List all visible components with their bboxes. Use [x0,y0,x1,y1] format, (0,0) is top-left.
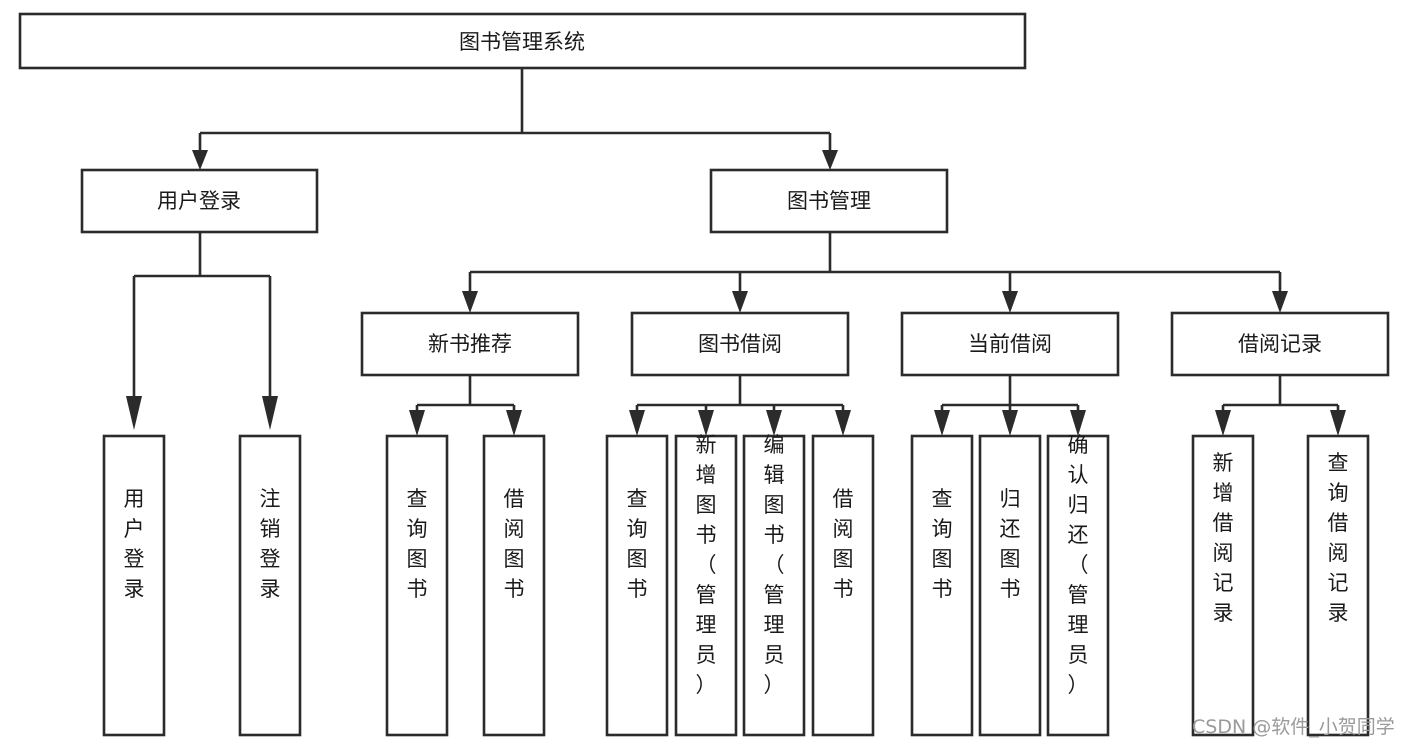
leaf-current-return-book[interactable]: 归还图书 [978,434,1042,737]
connector-bookmgmt-to-level3 [468,232,1282,293]
leaf-borrow-edit-book-label: 编辑图书（管理员） [764,433,785,697]
leaf-current-query-book-box[interactable] [910,434,974,737]
leaf-recommend-borrow-book-box[interactable] [482,434,546,737]
connector-record-to-leaves [1221,375,1340,412]
leaf-borrow-borrow-book-label: 借阅图书 [833,487,854,601]
node-current-borrow-label: 当前借阅 [968,332,1052,356]
arrow-head-icon [732,291,748,313]
arrow-head-icon [766,410,782,436]
leaf-user-login-label: 用户登录 [124,487,145,601]
node-book-borrow[interactable]: 图书借阅 [630,311,850,377]
arrow-head-icon [1002,291,1018,313]
arrow-head-icon [126,396,142,430]
leaf-recommend-query-book-label: 查询图书 [407,487,428,601]
leaf-borrow-query-book[interactable]: 查询图书 [605,434,669,737]
node-book-management[interactable]: 图书管理 [709,168,949,234]
leaf-current-confirm-return-box[interactable] [1046,434,1110,737]
leaf-borrow-borrow-book-box[interactable] [811,434,875,737]
leaf-user-login[interactable]: 用户登录 [102,434,166,737]
leaf-borrow-add-book-label: 新增图书（管理员） [696,433,717,697]
leaf-borrow-add-book[interactable]: 新增图书（管理员） [674,433,738,737]
node-borrow-record[interactable]: 借阅记录 [1170,311,1390,377]
node-user-login[interactable]: 用户登录 [80,168,319,234]
leaf-record-query-record[interactable]: 查询借阅记录 [1306,434,1370,737]
node-new-book-recommend[interactable]: 新书推荐 [360,311,580,377]
node-user-login-label: 用户登录 [157,189,241,213]
node-book-management-box[interactable] [709,168,949,234]
arrow-head-icon [462,291,478,313]
connector-userlogin-to-leaves [132,232,272,398]
leaf-record-query-record-label: 查询借阅记录 [1328,451,1349,625]
leaf-borrow-query-book-label: 查询图书 [627,487,648,601]
node-user-login-box[interactable] [80,168,319,234]
leaf-user-logout-box[interactable] [238,434,302,737]
node-book-borrow-label: 图书借阅 [698,332,782,356]
leaf-user-logout-label: 注销登录 [260,487,281,601]
leaf-user-login-box[interactable] [102,434,166,737]
leaf-borrow-query-book-box[interactable] [605,434,669,737]
leaf-borrow-add-book-box[interactable] [674,434,738,737]
node-borrow-record-label: 借阅记录 [1238,332,1322,356]
arrow-head-icon [1330,410,1346,436]
connector-current-to-leaves [940,375,1080,412]
leaf-recommend-query-book[interactable]: 查询图书 [385,434,449,737]
leaf-borrow-edit-book-box[interactable] [742,434,806,737]
node-book-management-label: 图书管理 [787,189,871,213]
connector-root-to-level2 [198,68,832,152]
connector-layer [126,68,1346,436]
node-book-borrow-box[interactable] [630,311,850,377]
arrow-head-icon [835,410,851,436]
leaf-current-confirm-return-label: 确认归还（管理员） [1068,433,1089,697]
arrow-head-icon [1272,291,1288,313]
leaf-borrow-edit-book[interactable]: 编辑图书（管理员） [742,433,806,737]
leaf-recommend-borrow-book-label: 借阅图书 [504,487,525,601]
leaf-recommend-query-book-box[interactable] [385,434,449,737]
node-new-book-recommend-label: 新书推荐 [428,332,512,356]
arrow-head-icon [1002,410,1018,436]
leaf-recommend-borrow-book[interactable]: 借阅图书 [482,434,546,737]
leaf-current-query-book[interactable]: 查询图书 [910,434,974,737]
leaf-borrow-borrow-book[interactable]: 借阅图书 [811,434,875,737]
arrow-head-icon [192,150,208,170]
arrow-head-icon [822,150,838,170]
arrow-head-icon [934,410,950,436]
node-root-label: 图书管理系统 [459,30,585,54]
leaf-current-return-book-label: 归还图书 [1000,487,1021,601]
node-current-borrow-box[interactable] [900,311,1120,377]
leaf-current-query-book-label: 查询图书 [932,487,953,601]
node-new-book-recommend-box[interactable] [360,311,580,377]
arrow-head-icon [698,410,714,436]
arrow-head-icon [1070,410,1086,436]
connector-recommend-to-leaves [415,375,516,412]
leaf-current-confirm-return[interactable]: 确认归还（管理员） [1046,433,1110,737]
connector-borrow-to-leaves [635,375,845,412]
leaf-record-add-record[interactable]: 新增借阅记录 [1191,434,1255,737]
node-root-box[interactable] [18,12,1027,70]
node-current-borrow[interactable]: 当前借阅 [900,311,1120,377]
node-root[interactable]: 图书管理系统 [18,12,1027,70]
arrow-head-icon [629,410,645,436]
leaf-record-add-record-label: 新增借阅记录 [1213,451,1234,625]
leaf-record-query-record-box[interactable] [1306,434,1370,737]
arrow-head-icon [409,410,425,436]
leaf-current-return-book-box[interactable] [978,434,1042,737]
arrow-head-icon [262,396,278,430]
leaf-user-logout[interactable]: 注销登录 [238,434,302,737]
leaf-record-add-record-box[interactable] [1191,434,1255,737]
arrow-head-icon [506,410,522,436]
csdn-watermark: CSDN @软件_小贺同学 [1192,716,1395,738]
arrow-head-icon [1215,410,1231,436]
node-borrow-record-box[interactable] [1170,311,1390,377]
